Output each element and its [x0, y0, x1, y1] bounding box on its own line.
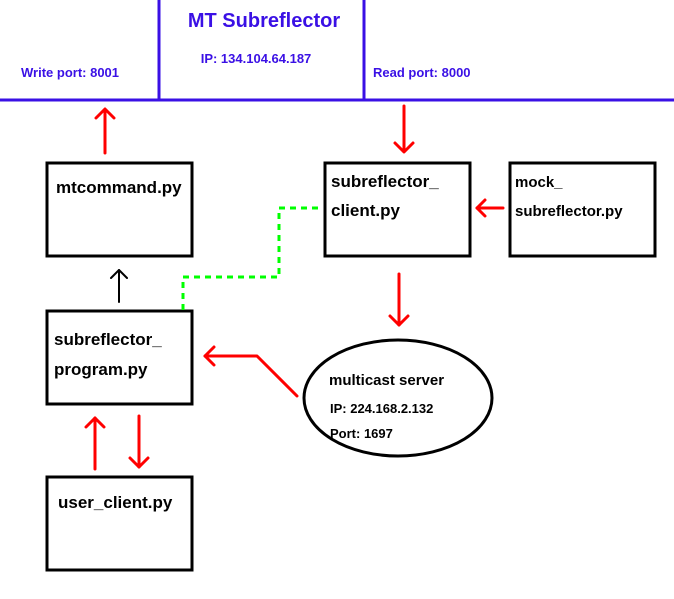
box-mock-subreflector-line2: subreflector.py [515, 203, 623, 220]
arrow-read-port-to-client [393, 104, 415, 154]
multicast-port: Port: 1697 [330, 426, 393, 441]
arrow-multicast-to-program [203, 345, 299, 398]
box-subreflector-client-line1: subreflector_ [331, 172, 439, 191]
box-user-client: user_client.py [45, 475, 194, 572]
box-mtcommand-label: mtcommand.py [56, 178, 182, 197]
multicast-ip: IP: 224.168.2.132 [330, 401, 433, 416]
box-subreflector-client: subreflector_ client.py [323, 161, 472, 258]
write-port-label: Write port: 8001 [21, 65, 119, 80]
box-subreflector-client-line2: client.py [331, 201, 401, 220]
box-subreflector-program: subreflector_ program.py [45, 309, 194, 406]
arrow-mock-to-client [475, 198, 505, 218]
dashed-connector [181, 206, 318, 311]
box-subreflector-program-line1: subreflector_ [54, 330, 162, 349]
box-subreflector-program-line2: program.py [54, 360, 148, 379]
box-mtcommand: mtcommand.py [45, 161, 194, 258]
arrow-program-to-user-client [128, 414, 150, 469]
read-port-label: Read port: 8000 [373, 65, 471, 80]
arrow-mtcommand-to-write-port [94, 107, 116, 155]
box-mock-subreflector: mock_ subreflector.py [508, 161, 657, 258]
box-mock-subreflector-line1: mock_ [515, 174, 563, 191]
header-ip: IP: 134.104.64.187 [201, 51, 312, 66]
box-user-client-label: user_client.py [58, 493, 173, 512]
header-title: MT Subreflector [188, 10, 340, 32]
multicast-title: multicast server [329, 372, 444, 389]
arrows [84, 104, 505, 471]
arrow-user-client-to-program [84, 416, 106, 471]
arrow-program-to-mtcommand [110, 269, 128, 303]
multicast-server-node: multicast server IP: 224.168.2.132 Port:… [302, 338, 494, 458]
arrow-client-to-multicast [388, 272, 410, 327]
header-band: MT Subreflector IP: 134.104.64.187 Write… [0, 0, 674, 102]
